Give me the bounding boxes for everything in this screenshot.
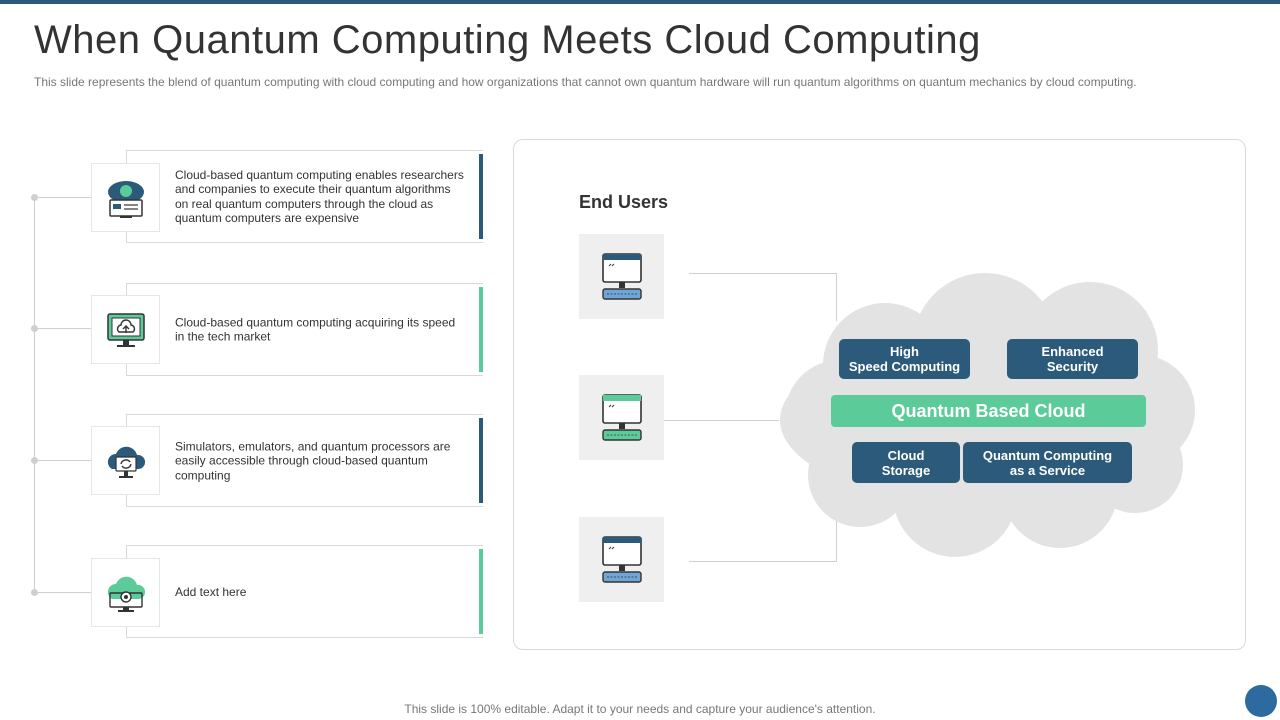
connector-line [689, 273, 837, 274]
timeline-connector [35, 460, 92, 461]
card-accent-bar [479, 549, 483, 634]
point-text: Cloud-based quantum computing enables re… [175, 167, 464, 226]
end-user-computer-2 [579, 375, 664, 460]
monitor-cloud-upload-icon [91, 295, 160, 364]
point-text: Cloud-based quantum computing acquiring … [175, 315, 456, 344]
card-accent-bar [479, 154, 483, 239]
point-card-1: Cloud-based quantum computing enables re… [126, 150, 483, 243]
desktop-computer-icon [601, 252, 642, 300]
point-text: Add text here [175, 584, 247, 599]
connector-line [689, 561, 837, 562]
timeline-dot [31, 457, 38, 464]
cloud-gear-icon [91, 558, 160, 627]
card-accent-bar [479, 418, 483, 503]
page-title: When Quantum Computing Meets Cloud Compu… [34, 18, 981, 62]
timeline-dot [31, 589, 38, 596]
timeline-connector [35, 197, 92, 198]
quantum-based-cloud-label: Quantum Based Cloud [831, 395, 1146, 427]
end-user-computer-1 [579, 234, 664, 319]
point-card-3: Simulators, emulators, and quantum proce… [126, 414, 483, 507]
timeline-dot [31, 325, 38, 332]
timeline-connector [35, 592, 92, 593]
cloud-lightbulb-icon [91, 163, 160, 232]
point-text: Simulators, emulators, and quantum proce… [175, 438, 451, 482]
connector-line [836, 273, 837, 321]
timeline-line [34, 197, 35, 593]
desktop-computer-icon [601, 393, 642, 441]
corner-decoration [1245, 685, 1277, 717]
top-rule [0, 0, 1280, 4]
point-card-2: Cloud-based quantum computing acquiring … [126, 283, 483, 376]
end-users-label: End Users [579, 192, 669, 212]
page-subtitle: This slide represents the blend of quant… [34, 75, 1137, 89]
connector-line [664, 420, 779, 421]
point-card-4: Add text here [126, 545, 483, 638]
timeline-dot [31, 194, 38, 201]
timeline-connector [35, 328, 92, 329]
end-user-computer-3 [579, 517, 664, 602]
desktop-computer-icon [601, 535, 642, 583]
footer-note: This slide is 100% editable. Adapt it to… [404, 702, 876, 716]
card-accent-bar [479, 287, 483, 372]
connector-line [836, 515, 837, 562]
cloud-sync-icon [91, 426, 160, 495]
